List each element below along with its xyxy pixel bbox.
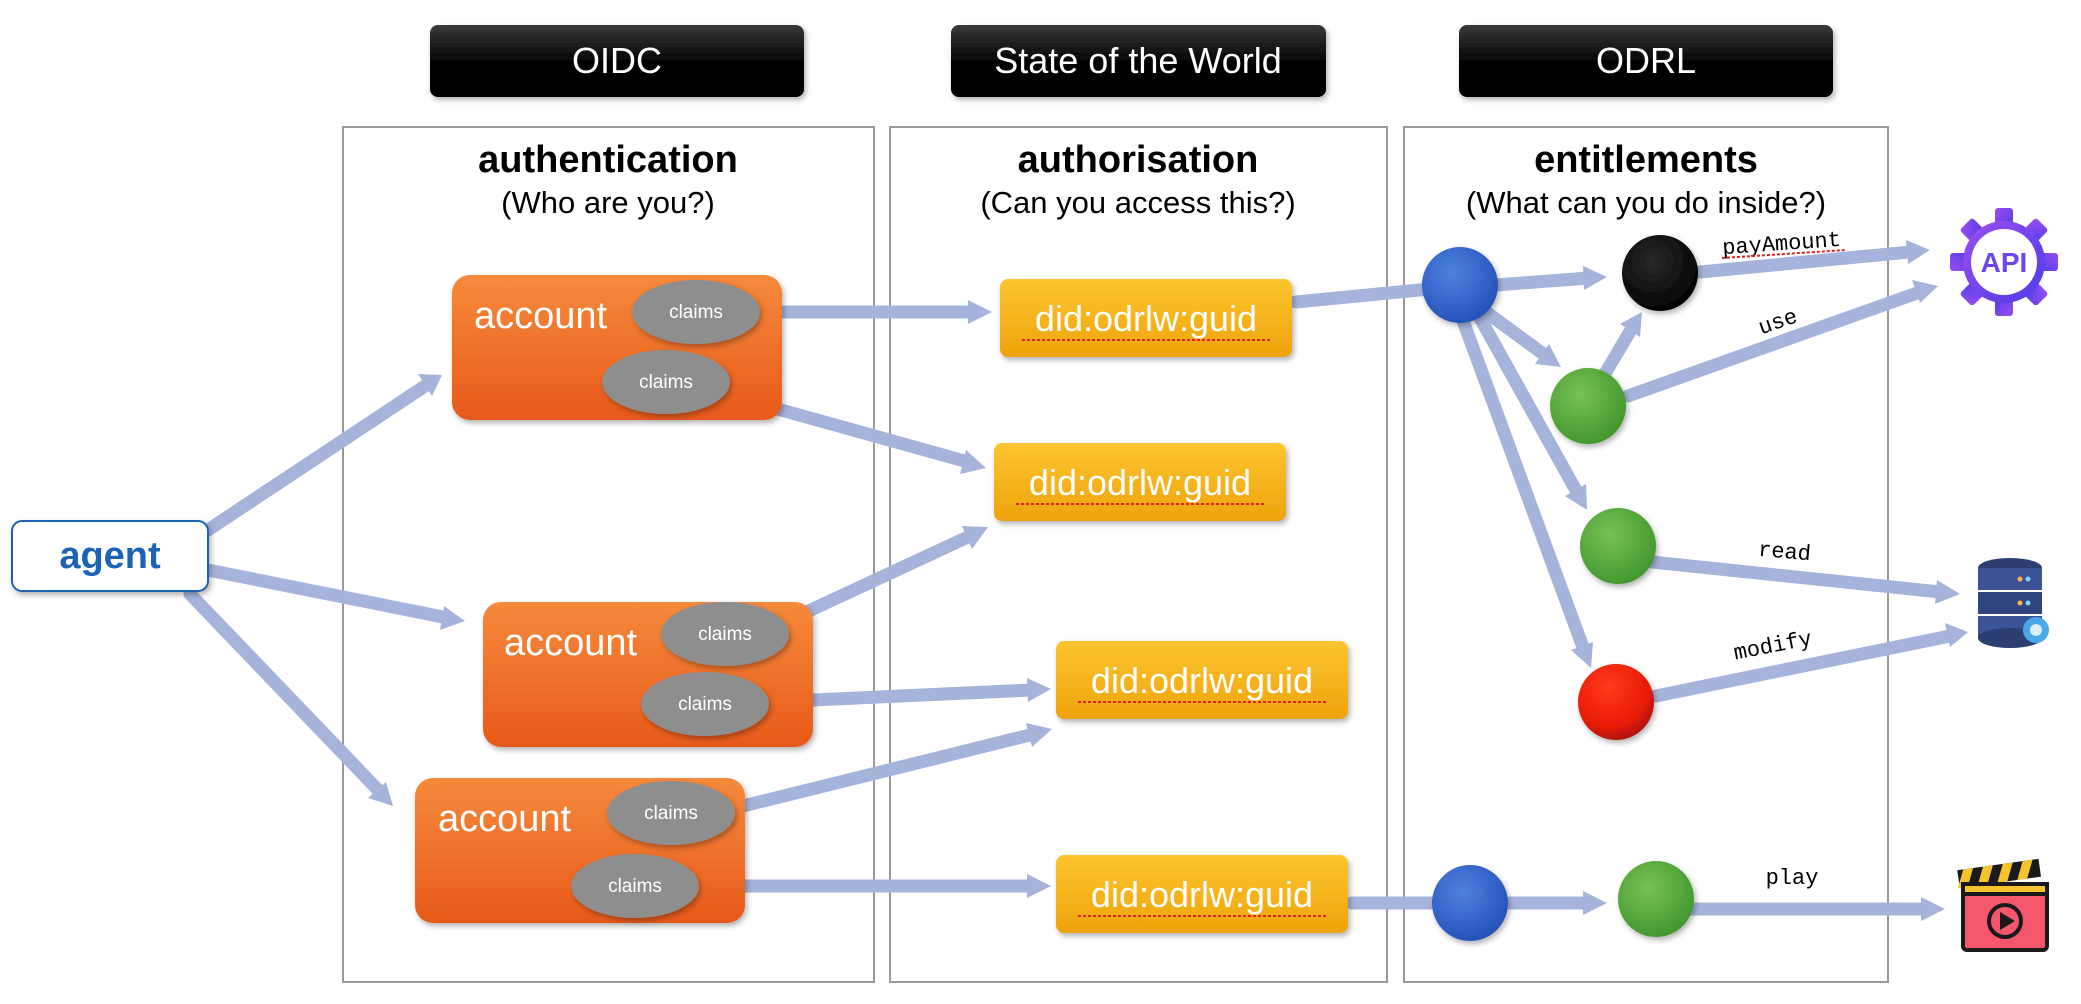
claims-label: claims	[678, 694, 732, 715]
authorisation-title: authorisation	[1018, 139, 1259, 181]
oidc-header-label: OIDC	[572, 40, 662, 81]
action-label-read: read	[1757, 538, 1812, 568]
arrowhead	[1921, 897, 1945, 921]
claims-label: claims	[608, 876, 662, 897]
account-card-1[interactable]: account claims claims	[452, 275, 782, 420]
did-box-1[interactable]: did:odrlw:guid	[1000, 279, 1292, 357]
authentication-subtitle: (Who are you?)	[501, 185, 715, 220]
arrow-claims-did-3	[778, 529, 977, 629]
claims-label: claims	[644, 803, 698, 824]
arrowhead	[1945, 623, 1968, 647]
oidc-header: OIDC	[430, 25, 804, 97]
arrowhead	[1620, 312, 1642, 337]
arrowhead	[440, 606, 465, 630]
arrowhead	[1583, 891, 1607, 915]
arrow-read-database	[1645, 555, 1947, 599]
sotw-header: State of the World	[951, 25, 1326, 97]
api-icon-label: API	[1981, 247, 2028, 278]
action-node-green-use[interactable]	[1550, 368, 1626, 444]
did-box-4[interactable]: did:odrlw:guid	[1056, 855, 1348, 933]
arrowhead	[1535, 344, 1561, 367]
arrow-agent-account-2	[201, 563, 455, 625]
arrow-use-payamount	[1599, 321, 1639, 379]
account-card-2[interactable]: account claims claims	[483, 602, 813, 747]
claims-ellipse[interactable]: claims	[602, 350, 730, 414]
authentication-panel	[342, 126, 875, 983]
entitlements-subtitle: (What can you do inside?)	[1466, 185, 1826, 220]
arrowhead	[1912, 280, 1938, 303]
arrow-did-policy-1	[1289, 281, 1447, 309]
authorisation-subtitle: (Can you access this?)	[980, 185, 1295, 220]
arrow-policy-read	[1473, 311, 1585, 501]
claims-ellipse[interactable]: claims	[571, 854, 699, 918]
claims-ellipse[interactable]: claims	[661, 602, 789, 666]
arrowhead	[1027, 874, 1051, 898]
action-node-black-payamount[interactable]	[1622, 235, 1698, 311]
did-label: did:odrlw:guid	[1091, 660, 1313, 701]
arrow-claims-did-4	[763, 683, 1039, 709]
arrow-use-api	[1621, 285, 1927, 403]
video-clapperboard-icon[interactable]	[1955, 858, 2049, 952]
policy-node-blue-2[interactable]	[1432, 865, 1508, 941]
policy-node-blue-1[interactable]	[1422, 247, 1498, 323]
account-label: account	[438, 798, 572, 840]
arrowhead	[968, 300, 992, 324]
authentication-title: authentication	[478, 139, 738, 181]
claims-label: claims	[669, 302, 723, 323]
arrowhead	[1565, 484, 1587, 510]
odrl-header-label: ODRL	[1596, 40, 1696, 81]
odrl-header: ODRL	[1459, 25, 1833, 97]
arrowhead	[1935, 580, 1960, 604]
did-box-3[interactable]: did:odrlw:guid	[1056, 641, 1348, 719]
agent-label: agent	[59, 535, 161, 577]
action-node-green-read[interactable]	[1580, 508, 1656, 584]
action-label-play: play	[1766, 866, 1819, 891]
claims-label: claims	[698, 624, 752, 645]
arrowhead	[960, 450, 986, 474]
did-box-2[interactable]: did:odrlw:guid	[994, 443, 1286, 521]
sotw-header-label: State of the World	[994, 40, 1282, 81]
arrowhead	[962, 526, 988, 549]
arrowhead	[1571, 642, 1593, 668]
account-card-3[interactable]: account claims claims	[415, 778, 745, 923]
arrowhead	[418, 374, 442, 396]
arrow-payamount-api	[1693, 245, 1917, 279]
arrow-agent-account-3	[183, 587, 387, 799]
claims-ellipse[interactable]: claims	[607, 781, 735, 845]
arrowhead	[368, 782, 393, 806]
account-label: account	[474, 295, 608, 337]
did-label: did:odrlw:guid	[1091, 874, 1313, 915]
action-node-red-modify[interactable]	[1578, 664, 1654, 740]
arrowhead	[1027, 678, 1051, 702]
database-server-icon[interactable]	[1978, 558, 2049, 648]
arrow-agent-account-1	[201, 377, 435, 537]
arrow-policy-payamount	[1489, 271, 1595, 292]
arrow-modify-database	[1649, 629, 1957, 703]
arrows	[183, 240, 1968, 921]
spellcheck-underline	[1721, 249, 1847, 259]
entitlements-panel	[1403, 126, 1889, 983]
authorisation-panel	[889, 126, 1388, 983]
account-label: account	[504, 622, 638, 664]
arrow-policy-modify	[1455, 311, 1591, 657]
claims-label: claims	[639, 372, 693, 393]
arrow-policy-use	[1479, 305, 1553, 363]
arrow-claims-did-5	[728, 727, 1041, 815]
did-label: did:odrlw:guid	[1035, 298, 1257, 339]
api-gear-icon[interactable]: API	[1950, 208, 2058, 316]
claims-ellipse[interactable]: claims	[641, 672, 769, 736]
agent-box[interactable]: agent	[11, 520, 209, 592]
claims-ellipse[interactable]: claims	[632, 280, 760, 344]
arrowhead	[1906, 240, 1930, 264]
action-node-green-play[interactable]	[1618, 861, 1694, 937]
arrowhead	[1583, 266, 1607, 290]
did-label: did:odrlw:guid	[1029, 462, 1251, 503]
entitlements-title: entitlements	[1534, 139, 1758, 181]
arrowhead	[1026, 723, 1052, 747]
